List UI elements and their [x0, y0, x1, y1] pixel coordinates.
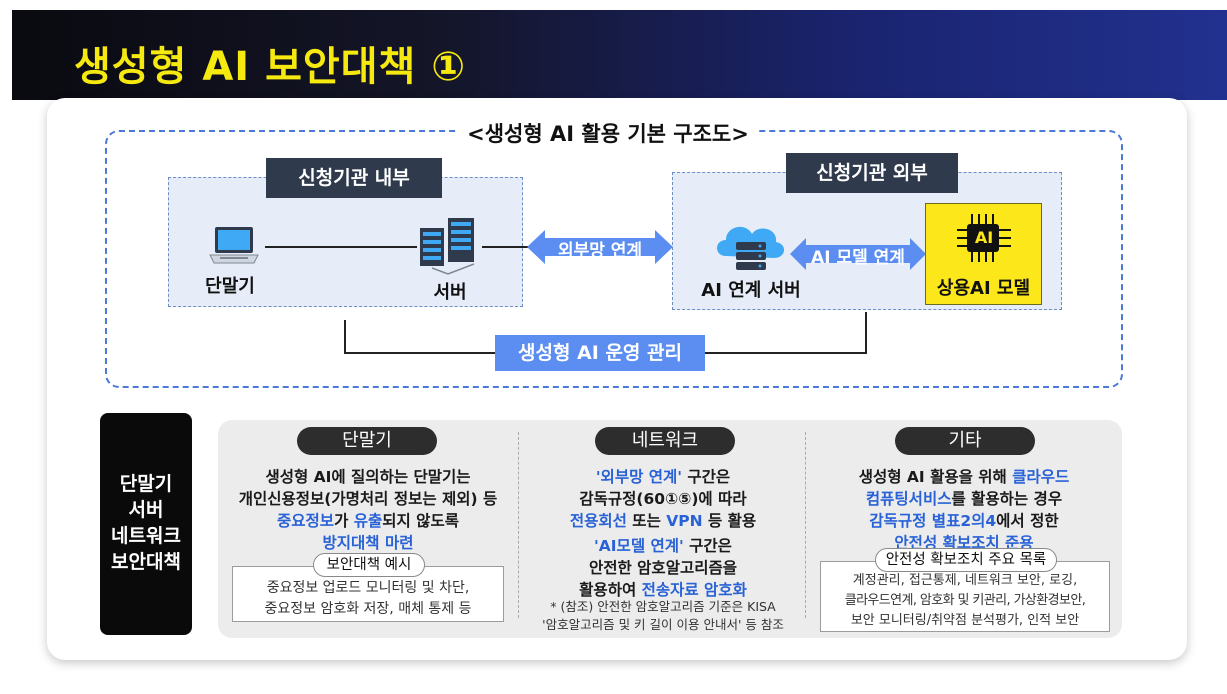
ai-model-link-label: AI 모델 연계 [811, 248, 905, 268]
etc-line-4: 안전성 확보조치 준용 [894, 534, 1034, 552]
external-link-arrow [527, 230, 673, 264]
network-line-5: 안전한 암호알고리즘을 [589, 559, 737, 577]
etc-line-3-b: 에서 정한 [996, 512, 1059, 530]
etc-example-box [820, 561, 1110, 632]
network-line-4: 'AI모델 연계' 구간은 [522, 535, 804, 557]
network-column-text: '외부망 연계' 구간은 감독규정(60①⑤)에 따라 전용회선 또는 VPN … [522, 466, 804, 601]
network-line-6: 활용하여 전송자료 암호화 [522, 579, 804, 601]
vpn-term: VPN [666, 512, 703, 530]
top-strip [0, 0, 1227, 10]
terminal-example-text: 중요정보 업로드 모니터링 및 차단, 중요정보 암호화 저장, 매체 통제 등 [232, 578, 504, 620]
network-line-1: '외부망 연계' 구간은 [522, 466, 804, 488]
management-label: 생성형 AI 운영 관리 [495, 335, 705, 371]
etc-line-2-b: 를 활용하는 경우 [951, 490, 1063, 508]
terminal-line-2: 개인신용정보(가명처리 정보는 제외) 등 [238, 490, 498, 508]
network-column-title: 네트워크 [595, 427, 735, 455]
etc-column-title: 기타 [895, 427, 1035, 455]
terminal-column-title: 단말기 [297, 427, 437, 455]
terminal-line-4: 방지대책 마련 [322, 534, 414, 552]
etc-line-1-a: 생성형 AI 활용을 위해 [858, 468, 1013, 486]
network-note-line-2: '암호알고리즘 및 키 길이 이용 안내서' 등 참조 [542, 617, 784, 632]
security-category-box: 단말기 서버 네트워크 보안대책 [100, 413, 192, 635]
mgmt-line-left-vertical [344, 320, 346, 354]
ai-model-link-arrow [790, 238, 926, 270]
title-bar: 생성형 AI 보안대책 ① [12, 10, 1227, 100]
terminal-label: 단말기 [205, 276, 255, 297]
commercial-ai-box [925, 203, 1042, 305]
page-title: 생성형 AI 보안대책 ① [74, 44, 467, 90]
terminal-line-3-d: 되지 않도록 [382, 512, 459, 530]
network-line-3-b: 또는 [626, 512, 667, 530]
network-line-2: 감독규정(60①⑤)에 따라 [579, 490, 747, 508]
cloud-term: 클라우드 [1012, 468, 1070, 486]
network-note: * (참조) 안전한 암호알고리즘 기준은 KISA '암호알고리즘 및 키 길… [522, 598, 804, 634]
side-line-2: 서버 [128, 499, 164, 521]
mgmt-line-left-horizontal [344, 352, 496, 354]
network-line-3-d: 등 활용 [702, 512, 757, 530]
etc-example-line-3: 보안 모니터링/취약점 분석평가, 인적 보안 [850, 613, 1080, 628]
commercial-ai-label: 상용AI 모델 [936, 278, 1031, 299]
etc-column-text: 생성형 AI 활용을 위해 클라우드 컴퓨팅서비스를 활용하는 경우 감독규정 … [810, 466, 1118, 554]
sensitive-info-text: 중요정보 [277, 512, 335, 530]
ai-chip-icon [957, 214, 1011, 262]
etc-example-line-1: 계정관리, 접근통제, 네트워크 보안, 로깅, [852, 573, 1078, 588]
ai-chip-text: AI [974, 228, 994, 247]
side-line-1: 단말기 [119, 473, 173, 495]
leak-text: 유출 [353, 512, 383, 530]
etc-line-1: 생성형 AI 활용을 위해 클라우드 [810, 466, 1118, 488]
mgmt-line-right-vertical [865, 312, 867, 354]
etc-example-text: 계정관리, 접근통제, 네트워크 보안, 로깅, 클라우드연계, 암호화 및 키… [820, 571, 1110, 631]
column-divider-1 [518, 432, 519, 618]
column-divider-2 [805, 432, 806, 618]
network-note-line-1: * (참조) 안전한 암호알고리즘 기준은 KISA [550, 599, 776, 614]
terminal-example-line-1: 중요정보 업로드 모니터링 및 차단, [266, 580, 470, 596]
encryption-term: 전송자료 암호화 [641, 581, 747, 599]
terminal-column-text: 생성형 AI에 질의하는 단말기는 개인신용정보(가명처리 정보는 제외) 등 … [222, 466, 514, 554]
terminal-line-3: 중요정보가 유출되지 않도록 [222, 510, 514, 532]
external-link-term: '외부망 연계' [595, 468, 682, 486]
outside-org-label: 신청기관 외부 [786, 153, 958, 193]
terminal-example-line-2: 중요정보 암호화 저장, 매체 통제 등 [264, 601, 472, 617]
terminal-line-3-b: 가 [334, 512, 354, 530]
network-line-4-b: 구간은 [683, 537, 732, 555]
server-label: 서버 [433, 282, 467, 303]
computing-service-term: 컴퓨팅서비스 [865, 490, 952, 508]
ai-model-link-term: 'AI모델 연계' [594, 537, 684, 555]
inside-org-label: 신청기관 내부 [266, 158, 442, 198]
cloud-server-icon [717, 226, 785, 270]
terminal-line-1: 생성형 AI에 질의하는 단말기는 [265, 468, 471, 486]
side-line-4: 보안대책 [111, 551, 181, 573]
network-line-3: 전용회선 또는 VPN 등 활용 [522, 510, 804, 532]
etc-example-line-2: 클라우드연계, 암호화 및 키관리, 가상환경보안, [844, 593, 1086, 608]
lan-line [265, 246, 417, 248]
network-line-6-a: 활용하여 [579, 581, 642, 599]
terminal-example-title: 보안대책 예시 [313, 553, 425, 577]
ai-server-label: AI 연계 서버 [701, 280, 801, 301]
external-link-label: 외부망 연계 [557, 241, 643, 261]
etc-example-title: 안전성 확보조치 주요 목록 [875, 548, 1057, 572]
side-line-3: 네트워크 [111, 525, 181, 547]
etc-line-3: 감독규정 별표2의4에서 정한 [810, 510, 1118, 532]
diagram-title: <생성형 AI 활용 기본 구조도> [458, 118, 758, 148]
network-line-1-b: 구간은 [682, 468, 731, 486]
server-rack-icon [420, 218, 475, 275]
etc-line-2: 컴퓨팅서비스를 활용하는 경우 [810, 488, 1118, 510]
dedicated-line-term: 전용회선 [569, 512, 627, 530]
laptop-icon [209, 227, 259, 264]
regulation-term: 감독규정 별표2의4 [869, 512, 997, 530]
server-link-line [482, 246, 530, 248]
mgmt-line-right-horizontal [705, 352, 867, 354]
